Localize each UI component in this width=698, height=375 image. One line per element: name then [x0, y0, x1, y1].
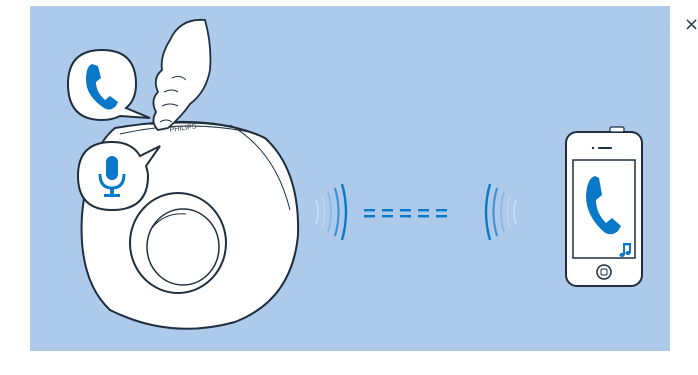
phone-signal-waves [486, 184, 516, 240]
call-bubble [68, 50, 150, 120]
bluetooth-connection-dashes [364, 209, 447, 217]
smartphone [566, 127, 642, 286]
earpiece [598, 147, 612, 149]
pressing-hand [153, 20, 210, 130]
home-button [597, 265, 611, 279]
speaker-signal-waves [316, 184, 346, 240]
